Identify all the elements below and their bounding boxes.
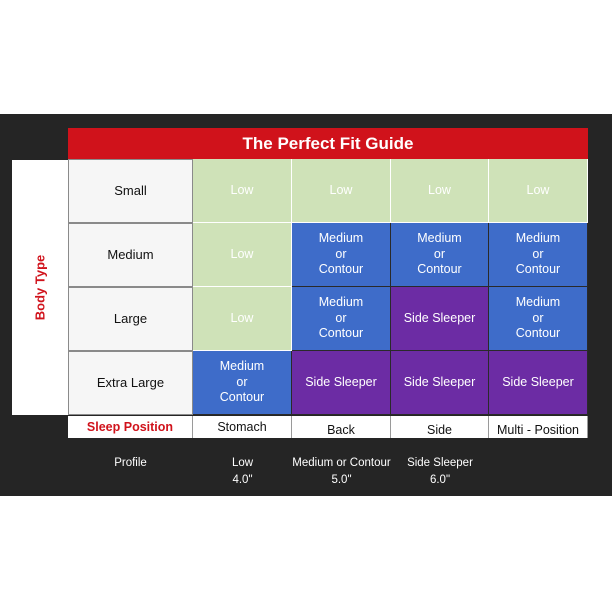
profile-row: Profile Low 4.0" Medium or Contour 5.0" … [68, 455, 588, 495]
fit-cell: Side Sleeper [391, 287, 489, 351]
profile-side: Side Sleeper 6.0" [391, 455, 489, 495]
fit-cell: Low [292, 159, 391, 223]
fit-cell: Low [193, 287, 292, 351]
profile-label-text: Profile [114, 457, 147, 469]
profile-name: Side Sleeper [407, 457, 473, 469]
fit-cell: Low [193, 223, 292, 287]
profile-medium: Medium or Contour 5.0" [292, 455, 391, 495]
profile-height: 6.0" [429, 474, 451, 486]
sleep-position-multi: Multi - Position [489, 416, 588, 438]
fit-cell: Low [391, 159, 489, 223]
sleep-position-row: Sleep Position Stomach Back Side Multi -… [68, 416, 588, 438]
profile-height: 4.0" [232, 474, 253, 486]
fit-cell: Side Sleeper [292, 351, 391, 415]
profile-empty [489, 455, 588, 495]
row-label-small: Small [68, 159, 193, 223]
fit-cell: Low [489, 159, 588, 223]
row-label-medium: Medium [68, 223, 193, 287]
fit-cell: Low [193, 159, 292, 223]
row-label-large: Large [68, 287, 193, 351]
sleep-position-back: Back [292, 416, 391, 438]
body-type-label: Body Type [12, 160, 69, 415]
fit-cell: Side Sleeper [391, 351, 489, 415]
profile-name: Low [231, 457, 254, 469]
sleep-position-stomach: Stomach [193, 416, 292, 438]
profile-low: Low 4.0" [193, 455, 292, 495]
fit-cell: Side Sleeper [489, 351, 588, 415]
sleep-position-side: Side [391, 416, 489, 438]
body-type-text: Body Type [32, 254, 48, 321]
profile-label: Profile [68, 455, 193, 495]
profile-height: 5.0" [331, 474, 352, 486]
row-label-extra-large: Extra Large [68, 351, 193, 415]
sleep-position-label: Sleep Position [68, 416, 193, 438]
guide-title: The Perfect Fit Guide [68, 128, 588, 159]
profile-name: Medium or Contour [292, 457, 391, 469]
